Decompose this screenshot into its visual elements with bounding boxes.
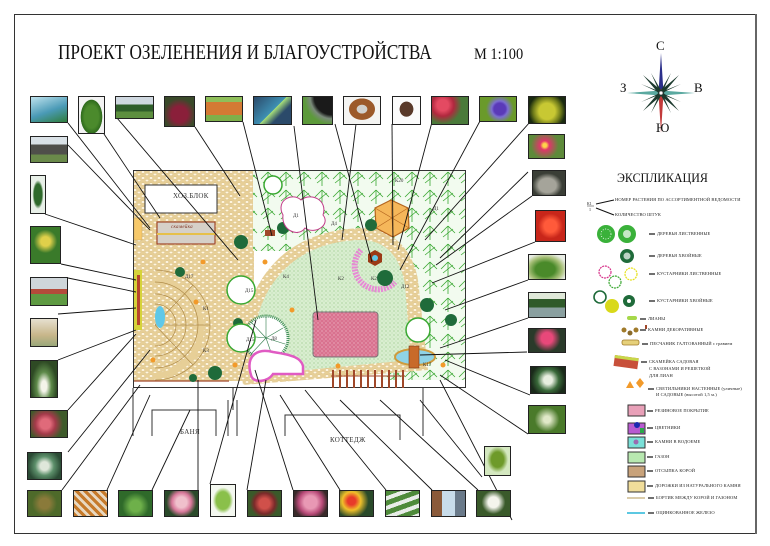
compass-east: В <box>694 80 703 95</box>
photo-spirea-yellow <box>528 96 566 124</box>
photo-terrace-awning <box>431 490 466 517</box>
photo-ornamental-grass <box>118 490 153 517</box>
photo-weeping-tree <box>484 446 511 476</box>
photo-wooden-bench <box>205 96 243 122</box>
photo-hosta-white <box>530 366 566 394</box>
legend-conifer-trees: ДЕРЕВЬЯ ХВОЙНЫЕ <box>657 253 702 258</box>
photo-gazebo <box>392 96 421 125</box>
photo-pergola-wood <box>30 318 58 347</box>
legend-lights: СВЕТИЛЬНИКИ НАСТЕННЫЕ (уличные) <box>656 386 742 391</box>
photo-boxwood-ball <box>528 254 566 280</box>
sheet-edge <box>755 14 757 534</box>
photo-lawn-conifers <box>115 96 154 119</box>
svg-text:К4: К4 <box>283 275 289 280</box>
legend-deciduous-shrubs: КУСТАРНИКИ ЛИСТВЕННЫЕ <box>657 271 722 276</box>
compass-rose: С Ю З В <box>620 38 710 140</box>
photo-stone-bed <box>27 490 62 517</box>
photo-stone-wall <box>30 136 68 163</box>
photo-wooden-trellis <box>73 490 108 517</box>
svg-text:К2: К2 <box>338 277 344 282</box>
legend-rubber-cover: РЕЗИНОВОЕ ПОКРЫТИЕ <box>655 408 709 413</box>
photo-hydrangea-pink <box>164 490 199 517</box>
photo-water-slide <box>253 96 292 125</box>
photo-peony-pink <box>528 134 565 159</box>
photo-begonia-flowers <box>431 96 469 125</box>
photo-water-lily <box>528 328 566 353</box>
bathhouse-label: БАНЯ <box>180 428 200 436</box>
svg-text:К1: К1 <box>203 307 209 312</box>
legend-vines: ЛИАНЫ <box>648 316 666 321</box>
photo-stepping-stones <box>385 490 420 517</box>
photo-larch <box>210 484 236 517</box>
photo-hydrangea-paniculata <box>293 490 328 517</box>
svg-text:Д15: Д15 <box>246 338 255 343</box>
legend-bark-mulch: ОТСЫПКА КОРОЙ <box>655 468 696 473</box>
photo-primula-mix <box>339 490 374 517</box>
utility-block-label: ХОЗ.БЛОК <box>173 192 209 200</box>
legend-galvanized-iron: ОЦИНКОВАННОЕ ЖЕЛЕЗО <box>656 510 715 515</box>
legend-pond-stones: КАМНИ В ВОДОЕМЕ <box>655 439 701 444</box>
legend-garden-bench: СКАМЕЙКА САДОВАЯ <box>649 359 699 364</box>
svg-text:Д17: Д17 <box>185 275 194 280</box>
photo-thuja-columnar <box>78 96 105 134</box>
svg-text:Д12: Д12 <box>401 285 410 290</box>
legend-number-note: НОМЕР РАСТЕНИЯ ПО АССОРТИМЕНТНОЙ ВЕДОМОС… <box>615 197 741 202</box>
svg-text:К2: К2 <box>371 277 377 282</box>
photo-spirea-white <box>528 405 566 434</box>
photo-wooden-fountain <box>343 96 381 125</box>
svg-text:К17: К17 <box>423 363 432 368</box>
legend-decorative-stones: КАМНИ ДЕКОРАТИВНЫЕ <box>648 327 704 332</box>
svg-text:К3: К3 <box>203 349 209 354</box>
photo-apple-column <box>30 226 61 264</box>
svg-text:Д4: Д4 <box>331 222 337 227</box>
compass-star-icon <box>627 53 695 133</box>
legend-sandstone-gravel: ПЕСЧАНИК ГАЛТОВАННЫЙ с гравием <box>650 341 733 346</box>
cottage-label: КОТТЕДЖ <box>330 436 366 444</box>
photo-hydrangea-white <box>476 490 511 517</box>
svg-text:Д1: Д1 <box>293 214 299 219</box>
legend-border-edge: БОРТИК МЕЖДУ КОРОЙ И ГАЗОНОМ <box>656 495 738 500</box>
legend-lights-line2: И САДОВЫЕ (высотой 1,5 м.) <box>656 392 717 397</box>
scale-label: М 1:100 <box>474 46 524 63</box>
photo-arch-climbing-rose <box>30 360 58 398</box>
photo-iris-purple <box>479 96 517 122</box>
legend-stone-paths: ДОРОЖКИ ИЗ НАТУРАЛЬНОГО КАМНЯ <box>655 483 741 488</box>
photo-impatiens-flowers <box>30 410 68 438</box>
svg-text:Д1: Д1 <box>433 207 439 212</box>
legend-deciduous-trees: ДЕРЕВЬЯ ЛИСТВЕННЫЕ <box>657 231 711 236</box>
photo-garden-path <box>528 292 566 318</box>
photo-greenhouse <box>30 96 68 123</box>
legend-title: ЭКСПЛИКАЦИЯ <box>617 170 708 185</box>
legend-conifer-shrubs: КУСТАРНИКИ ХВОЙНЫЕ <box>657 298 713 303</box>
photo-barberry-red <box>164 96 195 127</box>
compass-south: Ю <box>656 120 670 135</box>
photo-weigela-red <box>247 490 282 517</box>
page-title: ПРОЕКТ ОЗЕЛЕНЕНИЯ И БЛАГОУСТРОЙСТВА <box>58 40 432 64</box>
photo-stone-stream <box>302 96 333 125</box>
photo-astilbe-red <box>535 210 566 242</box>
photo-flowerbed-house <box>30 277 68 306</box>
svg-text:Д15: Д15 <box>245 289 254 294</box>
legend-count-note: КОЛИЧЕСТВО ШТУК <box>615 212 661 217</box>
bench-label: скамейка <box>171 225 193 230</box>
compass-west: З <box>620 80 627 95</box>
legend-garden-bench-line3: ДЛЯ ЛИАН <box>649 373 673 378</box>
photo-decorative-boulder <box>532 170 566 196</box>
svg-text:К20: К20 <box>395 179 404 184</box>
photo-thuja-column <box>30 175 46 214</box>
photo-hosta-variegated <box>27 452 62 480</box>
svg-text:Д8: Д8 <box>271 337 277 342</box>
compass-north: С <box>656 38 665 53</box>
legend-garden-bench-line2: С ВАЗОНАМИ И РЕШЕТКОЙ <box>649 366 711 371</box>
legend-lawn: ГАЗОН <box>655 454 670 459</box>
legend-flowerbeds: ЦВЕТНИКИ <box>655 425 681 430</box>
